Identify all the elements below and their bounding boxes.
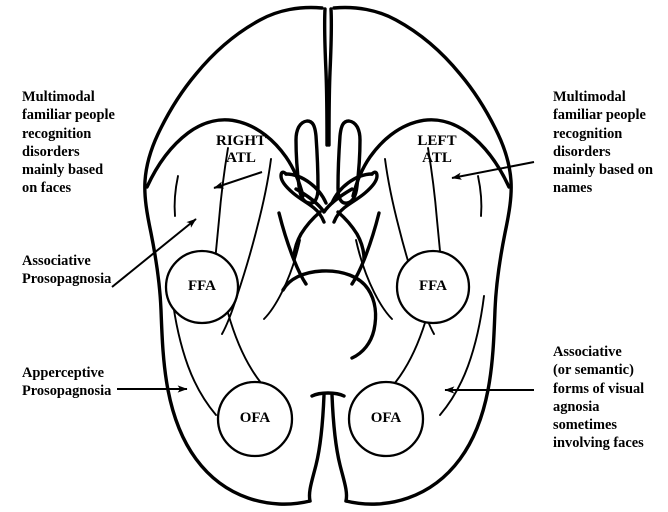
pons-brainstem — [281, 269, 378, 360]
right-hemisphere-outline — [143, 5, 324, 506]
chiasm-cross-bar — [294, 187, 354, 214]
left-atl-label: LEFT ATL — [417, 133, 457, 166]
visual-agnosia-annotation: Associative (or semantic) forms of visua… — [553, 344, 645, 452]
ffa-left-circle[interactable] — [395, 249, 471, 325]
apperceptive-prosopagnosia-annotation: Apperceptive Prosopagnosia — [22, 365, 112, 400]
multimodal-right-annotation: Multimodal familiar people recognition d… — [22, 89, 115, 197]
right-occipitotemporal-sulcus — [221, 158, 272, 335]
arrow-to-right-atl — [213, 171, 263, 189]
leader-arrows-group — [111, 161, 535, 394]
arrow-associative-prosopagnosia — [111, 218, 197, 288]
right-parahippocampal-sulcus — [171, 295, 217, 416]
ofa-right-label: OFA — [239, 410, 271, 426]
left-hemisphere-outline — [332, 5, 513, 506]
ffa-left-label: FFA — [418, 278, 448, 294]
midbrain-interpeduncular-fossa — [292, 210, 322, 261]
ofa-left-label: OFA — [370, 410, 402, 426]
ffa-right-label: FFA — [187, 278, 217, 294]
right-atl-label: RIGHT ATL — [215, 133, 266, 166]
left-lingual-sulcus — [355, 239, 393, 320]
occipital-cleft-top-bar — [310, 391, 346, 398]
occipital-midline-cleft — [307, 393, 326, 503]
region-nodes-group — [164, 249, 471, 458]
longitudinal-fissure-frontal-right — [327, 7, 334, 147]
left-olfactory-tract-loop — [336, 119, 362, 205]
ofa-right-circle[interactable] — [216, 380, 294, 458]
longitudinal-fissure-frontal — [322, 7, 329, 147]
left-temporal-pole-sulcus — [477, 175, 483, 217]
occipital-midline-cleft-right — [330, 393, 349, 503]
optic-chiasm-right-nerve — [284, 172, 328, 205]
arrow-to-left-atl — [451, 161, 535, 180]
right-lingual-sulcus — [263, 239, 301, 320]
right-sylvian-boundary — [145, 118, 305, 198]
left-sylvian-boundary — [351, 118, 511, 198]
optic-chiasm-left-nerve — [330, 172, 374, 205]
ofa-left-circle[interactable] — [347, 380, 425, 458]
left-parahippocampal-sulcus — [439, 295, 485, 416]
midbrain-interpeduncular-fossa-left — [336, 210, 366, 261]
ffa-right-circle[interactable] — [164, 249, 240, 325]
right-temporal-pole-sulcus — [173, 175, 179, 217]
multimodal-left-annotation: Multimodal familiar people recognition d… — [553, 89, 653, 197]
associative-prosopagnosia-annotation: Associative Prosopagnosia — [22, 253, 112, 288]
